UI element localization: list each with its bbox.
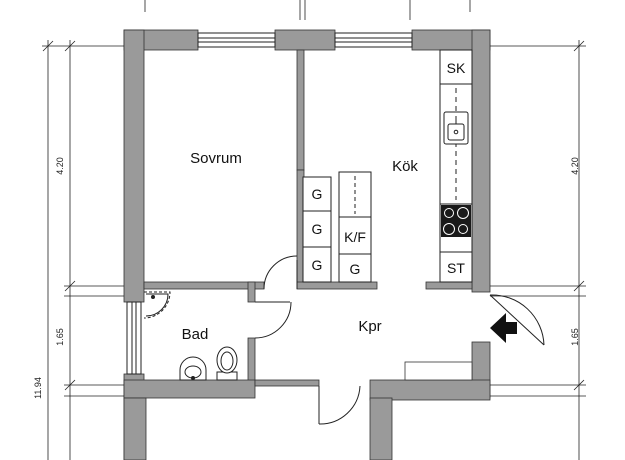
walls <box>123 29 491 460</box>
toilet-icon <box>216 346 238 381</box>
fixture-label-g-3: G <box>312 257 323 273</box>
room-label-bad: Bad <box>182 326 209 343</box>
room-label-kok: Kök <box>392 158 418 175</box>
top-windows <box>197 32 413 48</box>
dimension-upper-left: 4.20 <box>55 157 65 175</box>
room-label-sovrum: Sovrum <box>190 150 242 167</box>
storage-units <box>302 171 372 283</box>
fixture-label-sk: SK <box>447 60 466 76</box>
left-dimension-lines <box>42 40 124 460</box>
stove-icon <box>441 205 471 237</box>
shower-icon <box>143 291 171 319</box>
kitchen-sink-icon <box>443 111 469 145</box>
right-dimension-lines <box>490 40 586 460</box>
fixture-label-kf: K/F <box>344 229 366 245</box>
dimension-lower-right: 1.65 <box>570 328 580 346</box>
fixture-label-g-4: G <box>350 261 361 277</box>
kitchen-counter <box>439 49 473 283</box>
entrance-arrow-icon <box>490 313 517 343</box>
bath-window <box>126 301 142 375</box>
fixture-label-g-1: G <box>312 186 323 202</box>
dimension-upper-right: 4.20 <box>570 157 580 175</box>
top-context-lines <box>144 0 471 20</box>
fixture-label-st: ST <box>447 260 465 276</box>
doors <box>254 255 545 425</box>
dimension-total-left: 11.94 <box>33 377 43 399</box>
fixture-label-g-2: G <box>312 221 323 237</box>
dimension-lower-left: 1.65 <box>55 328 65 346</box>
room-label-kpr: Kpr <box>358 318 381 335</box>
washbasin-icon <box>179 356 207 381</box>
